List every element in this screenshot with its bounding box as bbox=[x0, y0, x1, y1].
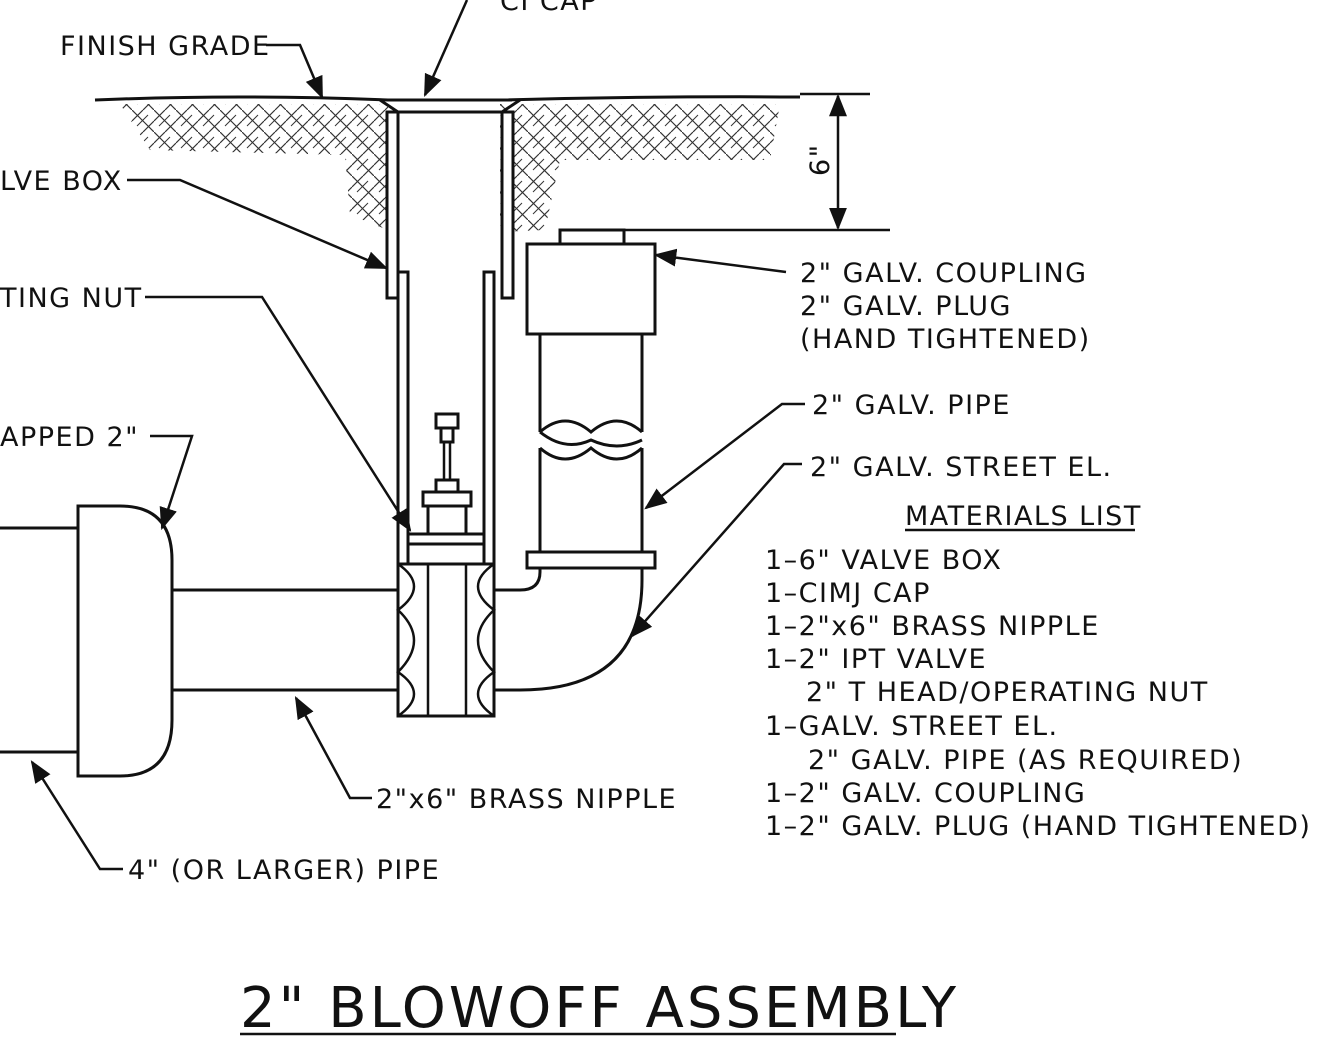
coupling-label-3: (HAND TIGHTENED) bbox=[800, 324, 1091, 355]
soil-hatch bbox=[120, 104, 780, 232]
materials-list: MATERIALS LIST 1–6" VALVE BOX 1–CIMJ CAP… bbox=[765, 501, 1311, 842]
materials-item: 2" T HEAD/OPERATING NUT bbox=[806, 677, 1209, 708]
materials-item: 1–2" GALV. COUPLING bbox=[765, 778, 1086, 809]
coupling-label-1: 2" GALV. COUPLING bbox=[800, 258, 1088, 289]
materials-item: 1–CIMJ CAP bbox=[765, 578, 931, 609]
coupling-plug bbox=[525, 228, 657, 336]
dimension-label: 6" bbox=[805, 143, 836, 176]
main-pipe-label: 4" (OR LARGER) PIPE bbox=[128, 855, 440, 886]
materials-item: 1–2" IPT VALVE bbox=[765, 644, 987, 675]
materials-item: 1–6" VALVE BOX bbox=[765, 545, 1002, 576]
galv-pipe bbox=[538, 334, 644, 552]
finish-grade-label: FINISH GRADE bbox=[60, 31, 271, 62]
operating-nut bbox=[406, 412, 486, 566]
tapped-label: APPED 2" bbox=[0, 422, 139, 453]
street-el-label: 2" GALV. STREET EL. bbox=[810, 452, 1113, 483]
brass-nipple-label: 2"x6" BRASS NIPPLE bbox=[376, 784, 677, 815]
street-elbow bbox=[494, 550, 657, 692]
main-pipe bbox=[0, 504, 174, 778]
coupling-label-2: 2" GALV. PLUG bbox=[800, 291, 1012, 322]
ipt-valve bbox=[396, 562, 496, 718]
materials-item: 2" GALV. PIPE (AS REQUIRED) bbox=[808, 745, 1243, 776]
valve-box-label: LVE BOX bbox=[0, 166, 123, 197]
drawing-title: 2" BLOWOFF ASSEMBLY bbox=[240, 976, 959, 1038]
materials-item: 1–2" GALV. PLUG (HAND TIGHTENED) bbox=[765, 811, 1311, 842]
materials-item: 1–2"x6" BRASS NIPPLE bbox=[765, 611, 1100, 642]
leader-lines bbox=[30, 0, 805, 871]
materials-list-heading: MATERIALS LIST bbox=[905, 501, 1142, 532]
dimension-6in bbox=[624, 92, 890, 232]
brass-nipple bbox=[172, 588, 398, 692]
galv-pipe-label: 2" GALV. PIPE bbox=[812, 390, 1011, 421]
cap-label: CI CAP bbox=[500, 0, 598, 17]
materials-item: 1–GALV. STREET EL. bbox=[765, 711, 1059, 742]
operating-nut-label: TING NUT bbox=[0, 283, 143, 314]
